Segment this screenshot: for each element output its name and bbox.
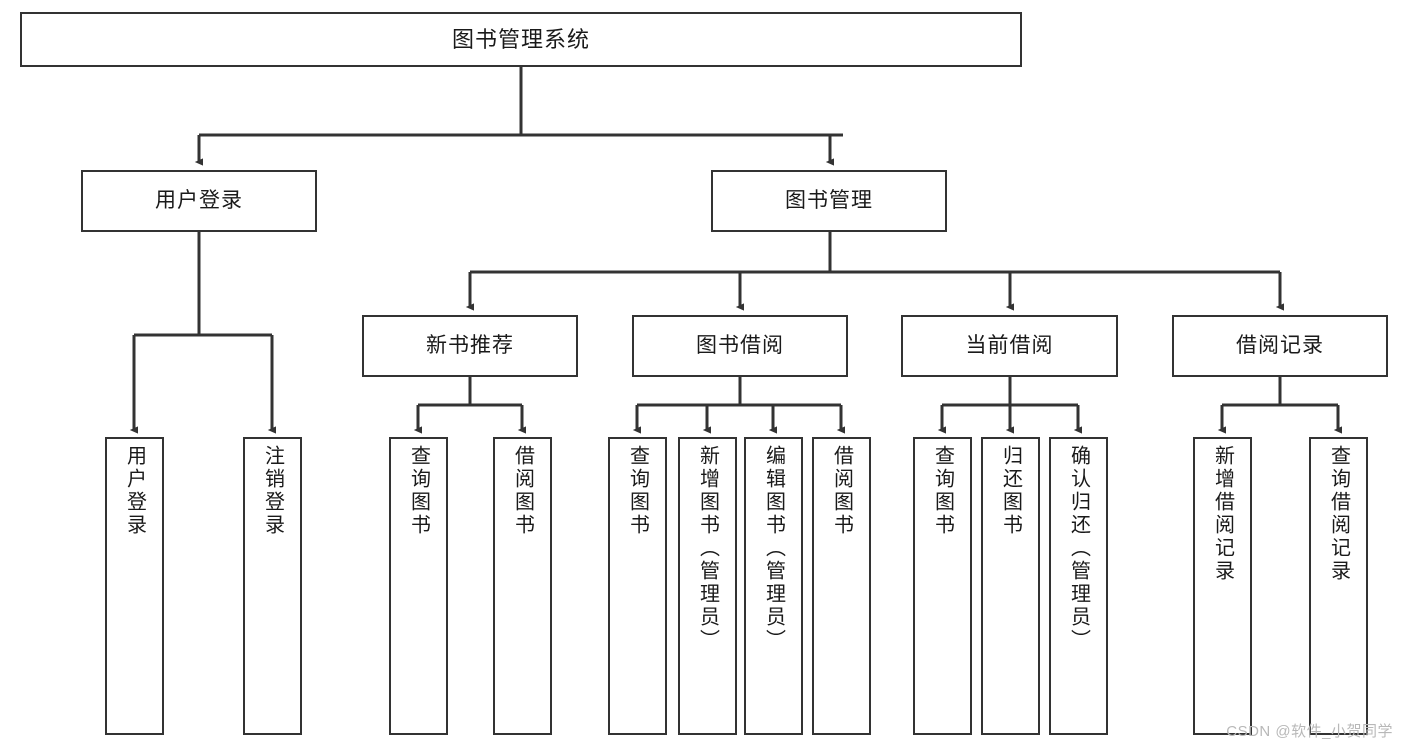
node-label: 查询图书	[407, 445, 430, 537]
node-label: 注销登录	[261, 445, 284, 537]
node-user-login[interactable]: 用户登录	[81, 170, 317, 232]
node-label: 借阅图书	[511, 445, 534, 537]
node-root-system[interactable]: 图书管理系统	[20, 12, 1022, 67]
leaf-borrow-edit-book-admin[interactable]: 编辑图书（管理员）	[744, 437, 803, 735]
csdn-watermark: CSDN @软件_小贺同学	[1226, 723, 1393, 740]
node-label: 查询借阅记录	[1327, 445, 1350, 583]
leaf-record-query-borrow-record[interactable]: 查询借阅记录	[1309, 437, 1368, 735]
node-label: 新增图书（管理员）	[696, 445, 719, 652]
node-label: 用户登录	[155, 188, 243, 212]
leaf-logout[interactable]: 注销登录	[243, 437, 302, 735]
node-current-borrow[interactable]: 当前借阅	[901, 315, 1118, 377]
leaf-newbook-query-book[interactable]: 查询图书	[389, 437, 448, 735]
leaf-current-confirm-return-admin[interactable]: 确认归还（管理员）	[1049, 437, 1108, 735]
node-label: 用户登录	[123, 445, 146, 537]
node-label: 查询图书	[626, 445, 649, 537]
node-label: 图书管理	[785, 188, 873, 212]
leaf-current-return-book[interactable]: 归还图书	[981, 437, 1040, 735]
node-label: 新增借阅记录	[1211, 445, 1234, 583]
leaf-newbook-borrow-book[interactable]: 借阅图书	[493, 437, 552, 735]
node-label: 新书推荐	[426, 333, 514, 357]
leaf-current-query-book[interactable]: 查询图书	[913, 437, 972, 735]
node-label: 查询图书	[931, 445, 954, 537]
leaf-borrow-add-book-admin[interactable]: 新增图书（管理员）	[678, 437, 737, 735]
node-label: 确认归还（管理员）	[1067, 445, 1090, 652]
node-book-management[interactable]: 图书管理	[711, 170, 947, 232]
node-label: 当前借阅	[965, 333, 1054, 357]
leaf-borrow-query-book[interactable]: 查询图书	[608, 437, 667, 735]
node-new-book-recommend[interactable]: 新书推荐	[362, 315, 578, 377]
leaf-borrow-borrow-book[interactable]: 借阅图书	[812, 437, 871, 735]
node-label: 图书管理系统	[451, 26, 590, 52]
node-label: 编辑图书（管理员）	[762, 445, 785, 652]
leaf-user-login[interactable]: 用户登录	[105, 437, 164, 735]
node-book-borrow[interactable]: 图书借阅	[632, 315, 848, 377]
node-label: 借阅图书	[830, 445, 853, 537]
node-label: 归还图书	[999, 445, 1022, 537]
node-label: 借阅记录	[1236, 333, 1324, 357]
node-borrow-record[interactable]: 借阅记录	[1172, 315, 1388, 377]
node-label: 图书借阅	[696, 333, 784, 357]
leaf-record-add-borrow-record[interactable]: 新增借阅记录	[1193, 437, 1252, 735]
